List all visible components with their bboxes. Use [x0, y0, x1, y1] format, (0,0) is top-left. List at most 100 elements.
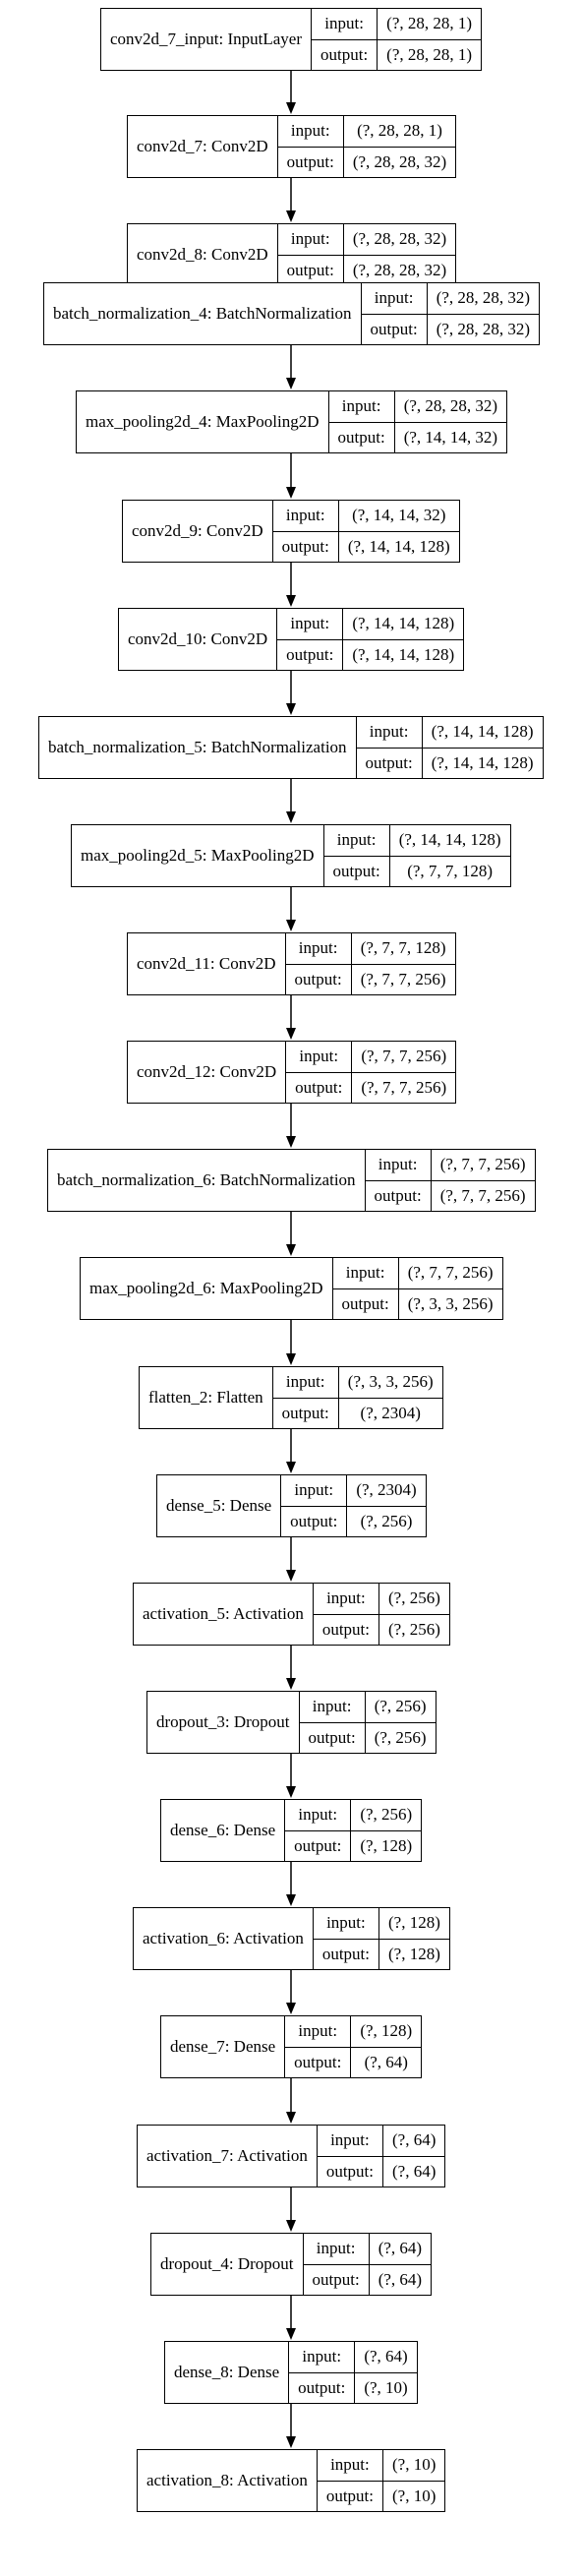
layer-name: conv2d_7_input: InputLayer	[101, 9, 312, 70]
output-label: output:	[313, 1613, 378, 1646]
port-shapes: (?, 256)(?, 256)	[365, 1692, 436, 1753]
input-label: input:	[298, 2021, 338, 2041]
layer-name: flatten_2: Flatten	[140, 1367, 273, 1428]
port-labels: input:output:	[365, 1150, 432, 1212]
input-shape: (?, 128)	[360, 2021, 413, 2041]
output-shape: (?, 256)	[379, 1613, 449, 1646]
port-labels: input:output:	[313, 1584, 379, 1646]
layer-name: activation_6: Activation	[134, 1908, 314, 1969]
arrow-20	[286, 2187, 296, 2232]
port-labels: input:output:	[303, 2234, 370, 2296]
output-shape: (?, 7, 7, 128)	[389, 855, 510, 887]
input-shape: (?, 3, 3, 256)	[347, 1372, 434, 1392]
port-labels: input:output:	[277, 116, 344, 178]
input-shape: (?, 14, 14, 128)	[431, 722, 534, 742]
input-label: input:	[298, 938, 338, 958]
input-label: input:	[374, 288, 414, 308]
input-shape: (?, 28, 28, 32)	[352, 229, 447, 249]
input-shape: (?, 256)	[360, 1805, 413, 1825]
input-label: input:	[285, 1372, 325, 1392]
input-shape: (?, 64)	[392, 2130, 436, 2150]
port-labels: input:output:	[286, 1042, 353, 1103]
input-shape: (?, 14, 14, 32)	[352, 506, 446, 525]
input-shape: (?, 14, 14, 128)	[398, 830, 501, 850]
input-label: input:	[336, 830, 377, 850]
output-label: output:	[328, 421, 394, 453]
input-label: input:	[330, 2130, 370, 2150]
arrow-4	[286, 453, 296, 499]
arrow-18	[286, 1970, 296, 2014]
port-shapes: (?, 28, 28, 1)(?, 28, 28, 32)	[343, 116, 456, 177]
layer-name: conv2d_9: Conv2D	[123, 501, 273, 562]
port-shapes: (?, 14, 14, 128)(?, 14, 14, 128)	[343, 609, 464, 670]
arrow-17	[286, 1862, 296, 1906]
port-shapes: (?, 7, 7, 256)(?, 7, 7, 256)	[431, 1150, 535, 1211]
input-label: input:	[369, 722, 409, 742]
output-label: output:	[285, 1829, 351, 1862]
port-shapes: (?, 64)(?, 64)	[369, 2234, 432, 2295]
output-label: output:	[277, 638, 343, 671]
input-shape: (?, 256)	[388, 1588, 440, 1608]
output-label: output:	[365, 1179, 431, 1212]
layer-name: activation_5: Activation	[134, 1584, 314, 1645]
layer-name: conv2d_7: Conv2D	[128, 116, 278, 177]
input-label: input:	[290, 229, 330, 249]
layer-name: batch_normalization_6: BatchNormalizatio…	[48, 1150, 366, 1211]
port-shapes: (?, 64) (?, 64)	[383, 2126, 445, 2187]
arrow-5	[286, 563, 296, 607]
input-shape: (?, 64)	[364, 2347, 408, 2366]
output-shape: (?, 64)	[383, 2155, 445, 2187]
arrow-3	[286, 345, 296, 389]
input-label: input:	[285, 506, 325, 525]
port-shapes: (?, 2304) (?, 256)	[347, 1475, 426, 1537]
input-shape: (?, 10)	[392, 2455, 436, 2475]
layer-node-batch-normalization-6: batch_normalization_6: BatchNormalizatio…	[47, 1149, 536, 1212]
port-labels: input:output:	[332, 1258, 399, 1319]
arrow-6	[286, 671, 296, 715]
layer-name: batch_normalization_4: BatchNormalizatio…	[44, 283, 362, 344]
port-labels: input:output:	[289, 2342, 356, 2403]
input-label: input:	[298, 1805, 338, 1825]
output-label: output:	[285, 963, 351, 995]
arrow-1	[286, 178, 296, 222]
input-shape: (?, 2304)	[356, 1480, 417, 1500]
layer-name: dense_8: Dense	[165, 2342, 290, 2403]
port-shapes: (?, 28, 28, 32)(?, 28, 28, 32)	[343, 224, 456, 285]
input-label: input:	[312, 1697, 352, 1716]
port-shapes: (?, 7, 7, 256)(?, 7, 7, 256)	[352, 1042, 456, 1103]
port-labels: input:output:	[272, 1367, 339, 1428]
output-label: output:	[277, 146, 343, 178]
layer-name: max_pooling2d_6: MaxPooling2D	[81, 1258, 333, 1319]
port-shapes: (?, 14, 14, 128) (?, 7, 7, 128)	[389, 825, 510, 887]
port-shapes: (?, 64)(?, 10)	[355, 2342, 417, 2403]
arrow-12	[286, 1320, 296, 1365]
port-labels: input:output:	[356, 717, 423, 778]
output-label: output:	[317, 2155, 382, 2187]
input-label: input:	[330, 2455, 370, 2475]
port-shapes: (?, 28, 28, 1)(?, 28, 28, 1)	[378, 9, 482, 70]
arrow-21	[286, 2296, 296, 2340]
port-labels: input: output:	[285, 1800, 352, 1862]
input-label: input:	[302, 2347, 342, 2366]
input-shape: (?, 28, 28, 1)	[386, 14, 473, 33]
output-shape: (?, 7, 7, 256)	[351, 963, 455, 995]
output-shape: (?, 14, 14, 128)	[338, 530, 459, 563]
arrow-14	[286, 1537, 296, 1582]
port-shapes: (?, 7, 7, 256)(?, 3, 3, 256)	[398, 1258, 502, 1319]
arrow-8	[286, 887, 296, 931]
arrow-15	[286, 1646, 296, 1690]
arrow-10	[286, 1104, 296, 1148]
output-shape: (?, 256)	[347, 1505, 426, 1537]
output-label: output:	[303, 2263, 369, 2296]
port-shapes: (?, 128)(?, 128)	[379, 1908, 449, 1969]
layer-name: batch_normalization_5: BatchNormalizatio…	[39, 717, 357, 778]
port-labels: input: output:	[317, 2126, 383, 2187]
